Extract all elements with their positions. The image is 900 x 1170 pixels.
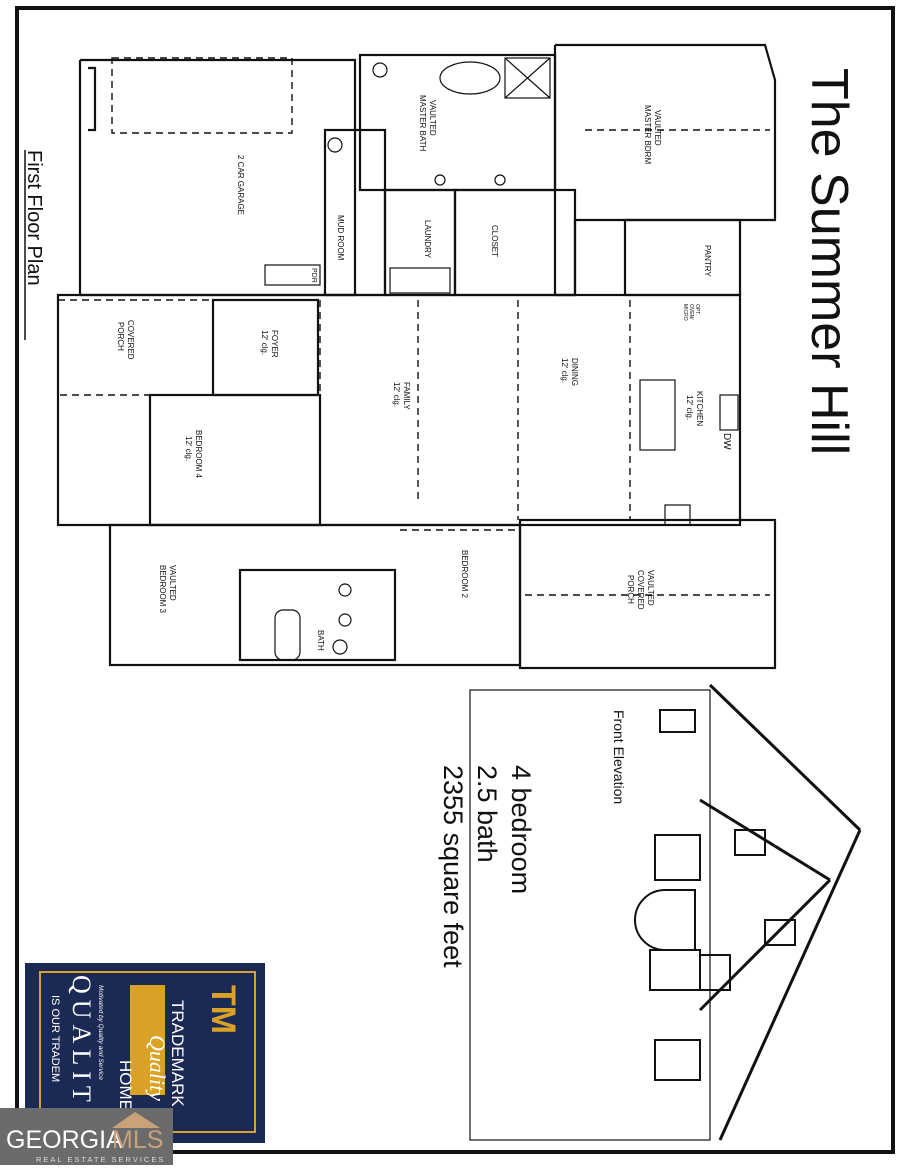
label-kitchen-1: KITCHEN [695, 391, 704, 426]
label-closet: CLOSET [490, 225, 499, 257]
label-bedroom4-2: 12' clg. [184, 436, 193, 461]
svg-text:Motivated by Quality and Servi: Motivated by Quality and Service [97, 985, 104, 1080]
label-pdr: PDR [310, 268, 317, 283]
specs: 4 bedroom 2.5 bath 2355 square feet [438, 765, 536, 968]
label-foyer-2: 12' clg. [260, 330, 269, 355]
label-garage: 2 CAR GARAGE [236, 155, 245, 215]
label-covered-porch-2: PORCH [116, 322, 125, 351]
label-kitchen-2: 12' clg. [685, 395, 694, 420]
svg-text:MLS: MLS [112, 1126, 163, 1154]
label-master-bdrm-2: MASTER BDRM [643, 105, 652, 164]
label-master-bath-2: MASTER BATH [418, 95, 427, 152]
svg-text:TRADEMARK: TRADEMARK [168, 1000, 187, 1107]
plan-title: The Summer Hill [800, 68, 858, 455]
label-oven-2: OVEN/ [688, 304, 694, 320]
label-master-bdrm-1: VAULTED [653, 110, 662, 146]
label-master-bath-1: VAULTED [428, 100, 437, 136]
first-floor-label: First Floor Plan [23, 150, 45, 286]
label-bath: BATH [316, 630, 325, 651]
label-dw: DW [721, 433, 732, 450]
label-vaulted-porch-1: VAULTED [646, 570, 655, 606]
room-labels: 2 CAR GARAGE MUD ROOM LAUNDRY CLOSET VAU… [116, 95, 732, 651]
label-bedroom2: BEDROOM 2 [460, 550, 469, 599]
label-vaulted-porch-3: PORCH [626, 575, 635, 604]
sheet-border [15, 6, 895, 1154]
svg-text:HOMES: HOMES [116, 1060, 135, 1122]
label-foyer-1: FOYER [270, 330, 279, 358]
label-pantry: PANTRY [703, 245, 712, 277]
label-bedroom3-2: BEDROOM 3 [158, 565, 167, 614]
floor-plan [56, 43, 777, 670]
label-oven-3: MICRO [682, 304, 688, 321]
label-bedroom3-1: VAULTED [168, 565, 177, 601]
label-dining-2: 12' clg. [560, 358, 569, 383]
georgia-mls-logo: GEORGIA MLS REAL ESTATE SERVICES [0, 1108, 173, 1165]
spec-baths: 2.5 bath [472, 765, 502, 863]
front-elevation: Front Elevation [469, 683, 862, 1141]
svg-text:QUALIT: QUALIT [67, 975, 96, 1108]
label-laundry: LAUNDRY [423, 220, 432, 259]
label-oven-1: OPT. [694, 304, 700, 315]
spec-area: 2355 square feet [438, 765, 468, 968]
label-vaulted-porch-2: COVERED [636, 570, 645, 610]
svg-text:GEORGIA: GEORGIA [6, 1126, 123, 1154]
label-dining-1: DINING [570, 358, 579, 386]
label-mud-room: MUD ROOM [336, 215, 345, 261]
label-family-2: 12' clg. [392, 382, 401, 407]
svg-text:Quality: Quality [145, 1035, 170, 1101]
label-covered-porch-1: COVERED [126, 320, 135, 360]
svg-text:REAL ESTATE SERVICES: REAL ESTATE SERVICES [36, 1155, 165, 1164]
label-bedroom4-1: BEDROOM 4 [194, 430, 203, 479]
elevation-label: Front Elevation [611, 710, 627, 804]
spec-bedrooms: 4 bedroom [506, 765, 536, 894]
svg-text:IS OUR TRADEM: IS OUR TRADEM [49, 995, 61, 1082]
svg-text:TM: TM [204, 985, 242, 1034]
label-family-1: FAMILY [402, 382, 411, 411]
